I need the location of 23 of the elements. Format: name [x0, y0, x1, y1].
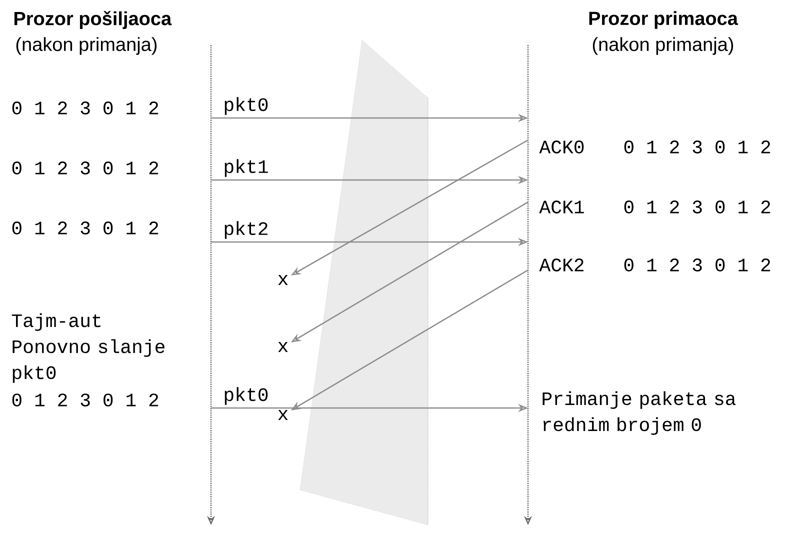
- window-title: Prozor pošiljaoca: [14, 10, 172, 30]
- window-title: Prozor primaoca: [589, 11, 738, 29]
- edge-label: pkt0: [222, 96, 270, 116]
- edge-label: ACK2: [538, 258, 586, 272]
- lost-mark: x: [278, 410, 288, 420]
- edge-label: pkt1: [222, 158, 270, 178]
- edge-label: pkt0: [222, 386, 270, 406]
- edge-label: ACK0: [538, 140, 586, 154]
- sequence-numbers: 0 1 2 3 0 1 2: [624, 140, 770, 154]
- sequence-numbers: 0 1 2 3 0 1 2: [12, 102, 158, 114]
- window-subtitle: (nakon primanja): [592, 37, 734, 55]
- sequence-numbers: 0 1 2 3 0 1 2: [12, 222, 158, 234]
- note: Tajm-aut Ponovno slanje pkt0: [12, 313, 164, 383]
- edge-label: ACK1: [538, 200, 586, 214]
- window-subtitle: (nakon primanja): [16, 37, 157, 55]
- edge-label: pkt2: [222, 220, 270, 240]
- sequence-numbers: 0 1 2 3 0 1 2: [12, 162, 158, 174]
- sequence-numbers: 0 1 2 3 0 1 2: [12, 394, 158, 406]
- sequence-numbers: 0 1 2 3 0 1 2: [624, 200, 770, 214]
- lost-mark: x: [278, 274, 288, 286]
- sequence-numbers: 0 1 2 3 0 1 2: [624, 258, 770, 272]
- note: Primanje paketa sa rednim brojem 0: [542, 391, 736, 435]
- lost-mark: x: [278, 342, 288, 352]
